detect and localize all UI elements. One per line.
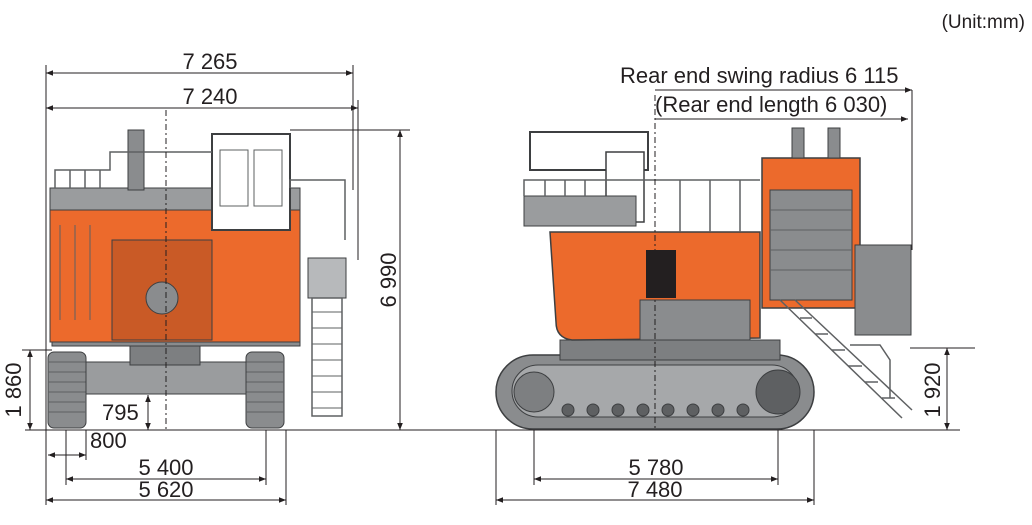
dim-ground-offset: 795 [102,400,139,425]
side-lower-frame [639,299,751,341]
dim-track-length: 7 480 [627,477,682,502]
front-right-track [245,351,285,429]
side-sprocket-wheel [755,369,801,415]
unit-label: (Unit:mm) [942,12,1025,33]
front-access-ladder [307,257,347,417]
side-handrails [523,179,760,232]
dim-counterweight-clearance: 1 860 [1,362,26,417]
front-cab [211,133,291,231]
front-handrails [54,151,346,240]
dim-shoe-width: 800 [90,428,127,453]
side-idler-wheel [513,371,555,413]
dim-rear-swing-radius: Rear end swing radius 6 115 [620,63,898,88]
side-dimensions [495,87,975,505]
front-swing-bearing [129,344,201,366]
side-counterweight [854,244,912,336]
front-left-track [47,351,87,429]
side-rear-stairway [779,299,913,419]
front-exhaust-stack [127,129,145,191]
side-car-frame [559,339,781,361]
dim-overall-height: 6 990 [376,252,401,307]
dim-tumbler-distance: 5 780 [628,455,683,480]
dim-overall-width-top: 7 265 [182,49,237,74]
dim-overall-width-second: 7 240 [182,84,237,109]
side-cab-roof [529,131,649,171]
side-exhaust-stack-1 [791,127,805,159]
dim-rear-end-length: (Rear end length 6 030) [655,92,887,117]
dim-track-gauge: 5 400 [138,455,193,480]
side-engine-block [769,189,853,301]
side-deck [523,195,637,227]
side-track-rollers [561,403,750,417]
dim-undercarriage-width: 5 620 [138,477,193,502]
dim-ground-to-counterweight: 1 920 [920,362,945,417]
front-dimensions [22,65,410,505]
front-fan-icon [145,281,179,315]
side-radiator-grille [646,250,676,298]
side-view [495,127,913,430]
side-exhaust-stack-2 [827,127,841,159]
front-view [47,110,347,430]
